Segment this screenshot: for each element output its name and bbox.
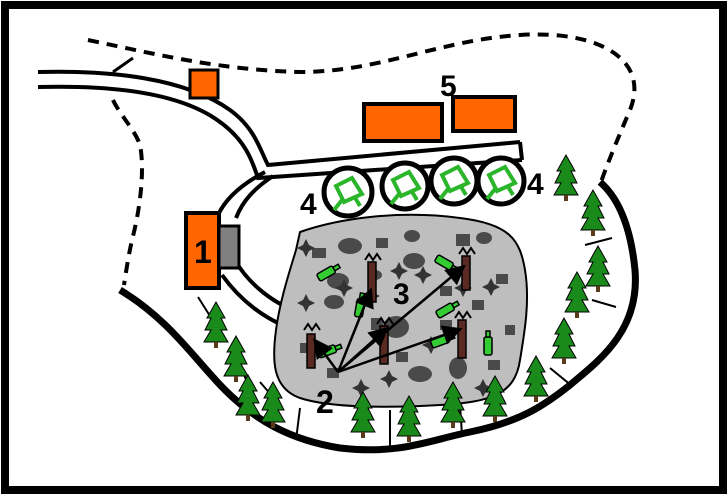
gatehouse-building bbox=[188, 68, 220, 100]
road bbox=[37, 69, 523, 332]
solid-boundary bbox=[118, 179, 639, 454]
arrows bbox=[313, 264, 466, 374]
tree bbox=[580, 188, 606, 236]
tree bbox=[564, 270, 590, 318]
tree bbox=[585, 244, 611, 292]
station-1 bbox=[321, 165, 375, 219]
gate-1 bbox=[217, 224, 241, 270]
building-5b bbox=[451, 95, 517, 133]
station-3 bbox=[428, 155, 480, 207]
rocks bbox=[300, 230, 515, 382]
building-1 bbox=[184, 211, 221, 290]
tree bbox=[551, 316, 577, 364]
tree bbox=[223, 334, 249, 382]
building-5a bbox=[362, 102, 444, 143]
tree bbox=[260, 380, 286, 428]
label-2: 2 bbox=[316, 384, 334, 420]
tree bbox=[350, 390, 376, 438]
tree bbox=[203, 300, 229, 348]
label-5: 5 bbox=[440, 70, 457, 103]
tree bbox=[553, 153, 579, 201]
label-4-right: 4 bbox=[527, 168, 544, 201]
station-4 bbox=[475, 155, 527, 207]
tree bbox=[235, 373, 261, 421]
tree bbox=[523, 354, 549, 402]
road-caps bbox=[518, 141, 524, 161]
trees bbox=[203, 153, 611, 442]
label-3: 3 bbox=[393, 278, 410, 311]
dashed-boundary-north bbox=[87, 32, 637, 186]
station-2 bbox=[379, 160, 431, 212]
label-1: 1 bbox=[194, 234, 212, 270]
dashed-boundary-west bbox=[111, 99, 144, 286]
station-circles bbox=[321, 155, 527, 219]
tree bbox=[440, 380, 466, 428]
tree bbox=[482, 374, 508, 422]
label-4-left: 4 bbox=[300, 188, 317, 221]
dashed-boundary-tick bbox=[112, 56, 134, 74]
tree bbox=[396, 394, 422, 442]
